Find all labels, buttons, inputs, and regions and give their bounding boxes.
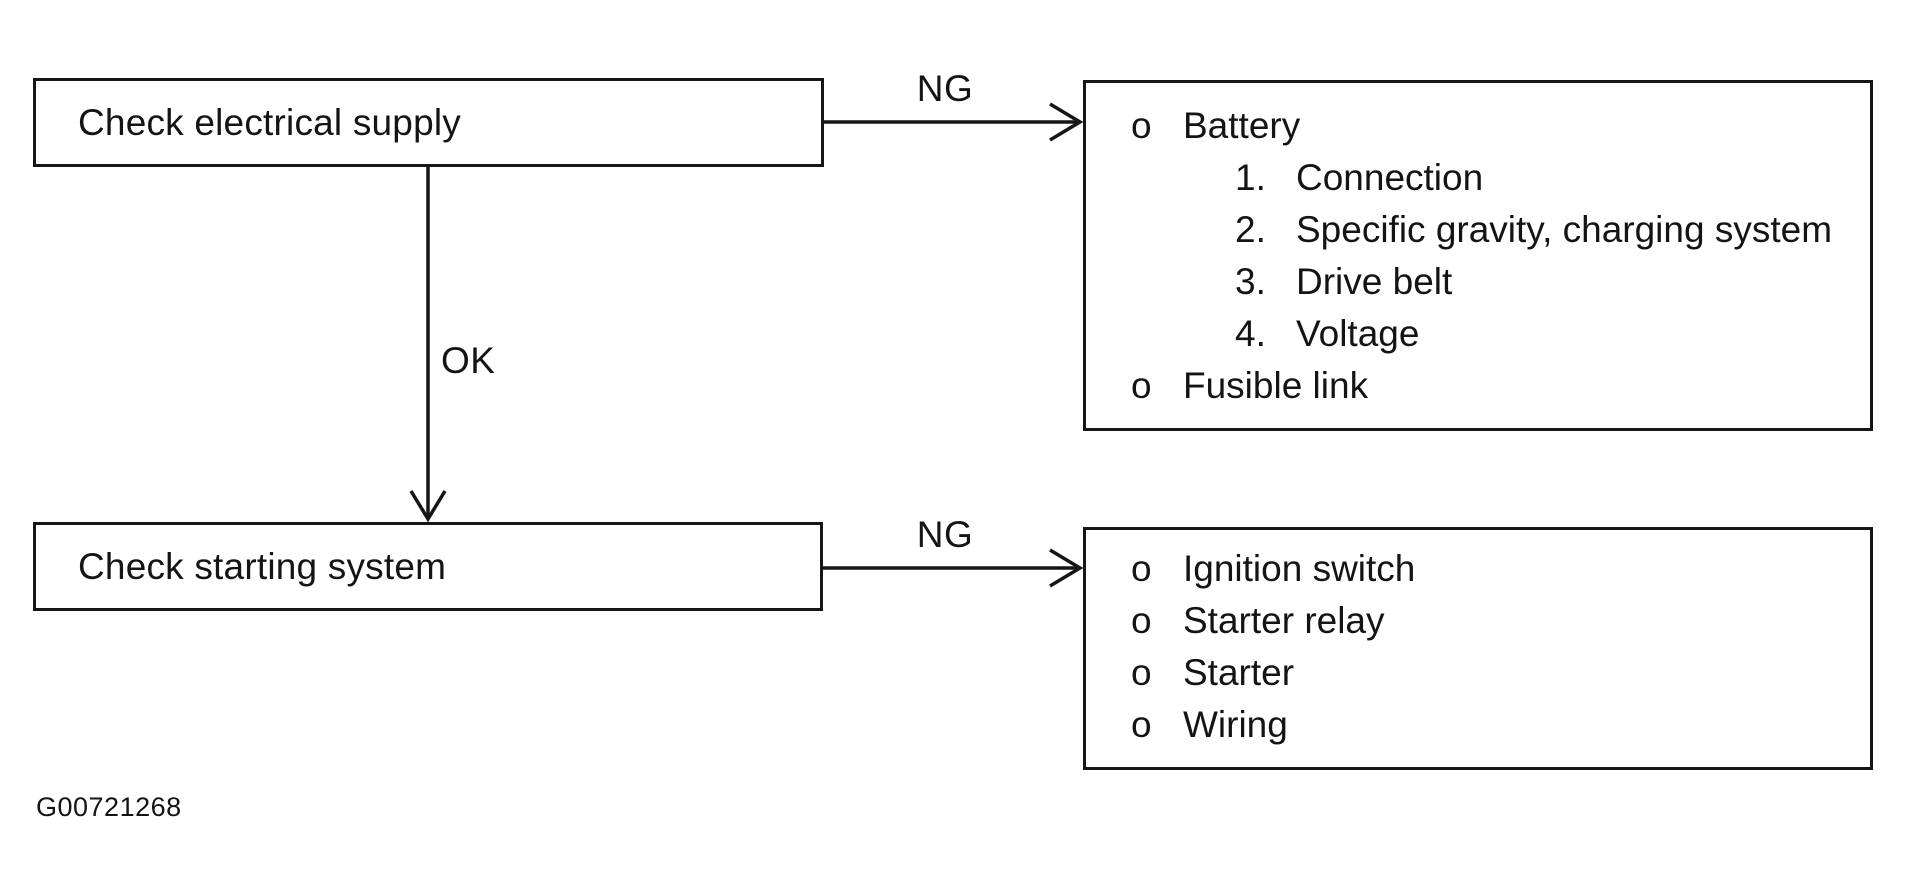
- list-item: 2. Specific gravity, charging system: [1086, 204, 1870, 256]
- list-bullet: o: [1131, 600, 1152, 641]
- edge-label-ok: OK: [441, 340, 496, 381]
- list-item-text: Connection: [1296, 157, 1484, 198]
- result-box-electrical: o Battery 1. Connection 2. Specific grav…: [1083, 80, 1873, 431]
- edge-label-ng-bottom: NG: [916, 514, 974, 555]
- ng-arrow-top: [824, 102, 1084, 142]
- list-bullet: o: [1131, 704, 1152, 745]
- list-item-text: Fusible link: [1183, 365, 1369, 406]
- list-item: o Fusible link: [1086, 360, 1870, 412]
- list-item: o Battery: [1086, 100, 1870, 152]
- edge-label-ng-top: NG: [916, 68, 974, 109]
- list-bullet: o: [1131, 105, 1152, 146]
- list-item-text: Battery: [1183, 105, 1301, 146]
- list-item: 3. Drive belt: [1086, 256, 1870, 308]
- list-item: 1. Connection: [1086, 152, 1870, 204]
- list-item-text: Drive belt: [1296, 261, 1453, 302]
- list-item: o Wiring: [1086, 699, 1870, 751]
- list-bullet: o: [1131, 365, 1152, 406]
- node-label: Check starting system: [78, 545, 447, 587]
- list-item-text: Ignition switch: [1183, 548, 1416, 589]
- list-number: 1.: [1235, 157, 1266, 198]
- list-number: 2.: [1235, 209, 1266, 250]
- list-bullet: o: [1131, 652, 1152, 693]
- node-label: Check electrical supply: [78, 101, 461, 143]
- figure-id: G00721268: [36, 792, 182, 822]
- result-box-starting: o Ignition switch o Starter relay o Star…: [1083, 527, 1873, 770]
- list-item-text: Starter: [1183, 652, 1295, 693]
- ok-arrow-down: [409, 167, 447, 523]
- list-item-text: Starter relay: [1183, 600, 1385, 641]
- list-number: 4.: [1235, 313, 1266, 354]
- list-number: 3.: [1235, 261, 1266, 302]
- list-item: o Starter: [1086, 647, 1870, 699]
- ng-arrow-bottom: [823, 548, 1084, 588]
- list-item-text: Wiring: [1183, 704, 1288, 745]
- node-check-electrical-supply: Check electrical supply: [33, 78, 824, 167]
- list-item: o Ignition switch: [1086, 543, 1870, 595]
- list-item: o Starter relay: [1086, 595, 1870, 647]
- list-item-text: Specific gravity, charging system: [1296, 209, 1833, 250]
- node-check-starting-system: Check starting system: [33, 522, 823, 611]
- list-item-text: Voltage: [1296, 313, 1420, 354]
- list-item: 4. Voltage: [1086, 308, 1870, 360]
- list-bullet: o: [1131, 548, 1152, 589]
